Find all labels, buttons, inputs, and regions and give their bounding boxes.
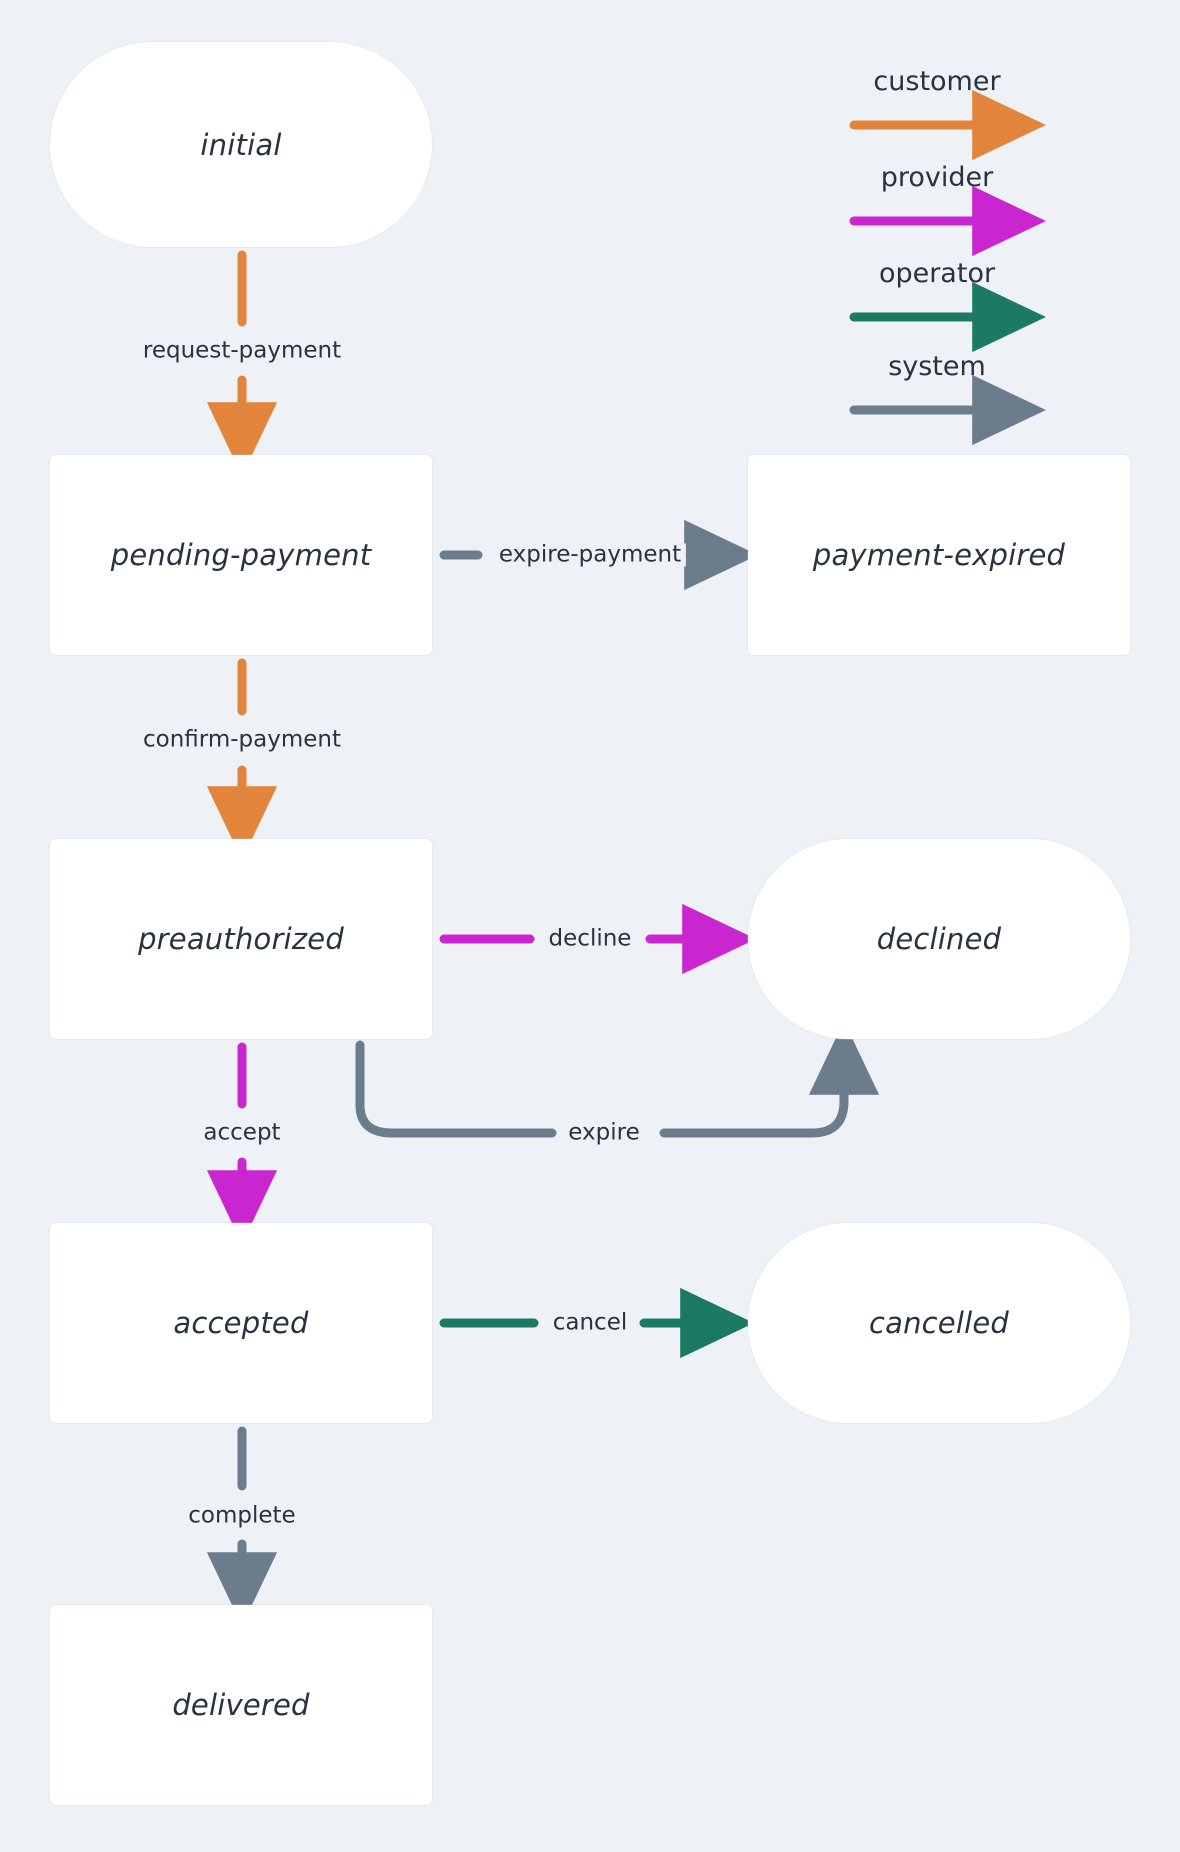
edge-label-cancel: cancel: [547, 1311, 633, 1335]
state-node-initial[interactable]: initial: [50, 42, 432, 247]
legend-label-provider: provider: [880, 162, 994, 193]
legend-label-system: system: [888, 351, 986, 382]
state-node-label: pending-payment: [110, 538, 372, 572]
legend-label-customer: customer: [873, 66, 1001, 97]
legend-label-operator: operator: [878, 258, 996, 289]
state-node-label: payment-expired: [812, 538, 1066, 572]
state-node-delivered[interactable]: delivered: [50, 1605, 432, 1805]
state-node-label: declined: [876, 922, 1002, 956]
state-node-label: cancelled: [868, 1306, 1010, 1340]
state-node-label: delivered: [172, 1688, 310, 1722]
state-node-declined[interactable]: declined: [748, 839, 1130, 1039]
state-node-label: accepted: [173, 1306, 309, 1340]
state-node-label: preauthorized: [138, 922, 344, 956]
edge-label-decline: decline: [543, 927, 637, 951]
edge-label-expire-payment: expire-payment: [493, 543, 687, 567]
state-node-payment-expired[interactable]: payment-expired: [748, 455, 1130, 655]
state-node-pending-payment[interactable]: pending-payment: [50, 455, 432, 655]
edge-expire: [355, 1020, 880, 1138]
state-node-accepted[interactable]: accepted: [50, 1223, 432, 1423]
edge-label-confirm-payment: confirm-payment: [138, 728, 346, 752]
edge-label-request-payment: request-payment: [137, 339, 347, 363]
state-node-preauthorized[interactable]: preauthorized: [50, 839, 432, 1039]
state-node-label: initial: [200, 127, 282, 162]
edge-label-accept: accept: [198, 1121, 286, 1145]
edge-label-complete: complete: [183, 1504, 301, 1528]
state-node-cancelled[interactable]: cancelled: [748, 1223, 1130, 1423]
edge-label-expire: expire: [563, 1121, 645, 1145]
